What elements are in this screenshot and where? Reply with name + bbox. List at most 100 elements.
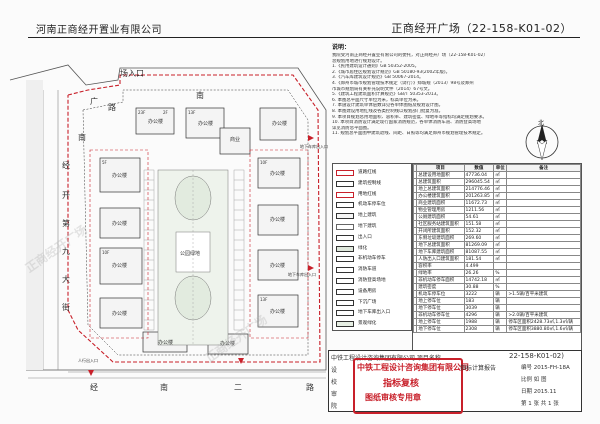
legend-label: 地下车库出入口 bbox=[358, 310, 391, 316]
legend-swatch bbox=[336, 170, 354, 176]
table-cell: 绿地率 bbox=[416, 269, 465, 277]
table-cell: 开闭所建筑面积 bbox=[416, 227, 465, 235]
table-cell: 81087.55 bbox=[463, 248, 495, 256]
floor-tag: 10F bbox=[102, 250, 110, 255]
table-cell: 停车区面积3880.80㎡,1.6㎡/辆 bbox=[506, 325, 581, 333]
table-cell: 地下停车位 bbox=[416, 304, 465, 312]
table-cell: 地下总建筑面积 bbox=[416, 241, 465, 249]
stamp-line-1: 中铁工程设计咨询集团有限公司 bbox=[357, 363, 469, 372]
legend-label: 消防登高场地 bbox=[358, 278, 386, 283]
legend-swatch bbox=[336, 191, 354, 198]
building-label: 办公楼 bbox=[270, 217, 286, 223]
legend-row: 机动车停车位 bbox=[336, 200, 410, 210]
notes-title: 说明： bbox=[332, 44, 351, 51]
table-cell: 辆 bbox=[493, 304, 508, 312]
table-cell: 非机动车停车位 bbox=[416, 311, 465, 319]
table-cell bbox=[506, 276, 581, 284]
compass-icon bbox=[525, 124, 559, 161]
table-cell bbox=[506, 178, 581, 186]
table-cell: ㎡ bbox=[493, 213, 508, 221]
document-title: 指标计算报告 bbox=[460, 365, 497, 372]
table-cell: 容积率 bbox=[416, 262, 465, 270]
table-cell: 1988 bbox=[463, 318, 495, 326]
title-block-label: 院 bbox=[331, 403, 338, 410]
table-cell: 辆 bbox=[493, 318, 508, 326]
legend-row: 下沉广场 bbox=[336, 298, 410, 308]
table-cell bbox=[506, 227, 581, 235]
design-notes: 说明： 我院受河南正商经开置业有限公司的委托，对正商经开广场（22-158-K0… bbox=[332, 42, 580, 137]
road-bottom-3: 二 bbox=[234, 383, 242, 392]
notes-line: 9. 本项目规划总用地面积、容积率、建筑密度、绿地率等指标均满足规划要求。 bbox=[332, 114, 487, 120]
table-cell bbox=[506, 192, 581, 200]
notes-line: 总规划用地进行规划设计。 bbox=[332, 58, 385, 64]
table-cell: 人防出入口建筑面积 bbox=[416, 255, 465, 263]
notes-line: 1.《民用建筑设计通则》GB 50352-2005。 bbox=[332, 64, 420, 70]
legend-swatch bbox=[336, 288, 354, 295]
table-cell: 公厕建筑面积 bbox=[416, 213, 465, 221]
building-label: 办公楼 bbox=[270, 309, 286, 315]
compass-label: 北 bbox=[538, 120, 545, 127]
table-cell: 269.60 bbox=[463, 234, 495, 242]
table-cell: ㎡ bbox=[493, 178, 508, 186]
building-label: 办公楼 bbox=[112, 221, 128, 227]
table-cell: 151.58 bbox=[463, 220, 495, 228]
road-left-5: 大 bbox=[62, 275, 70, 284]
legend-label: 下沉广场 bbox=[358, 299, 377, 305]
table-header-row: 项目数值单位备注 bbox=[412, 164, 581, 172]
legend-label: 设备用房 bbox=[358, 288, 377, 294]
road-left-3: 第 bbox=[62, 219, 70, 228]
table-cell bbox=[506, 262, 581, 270]
notes-line: 市城市规划局有关补充说明文件（2014）67号文。 bbox=[332, 86, 433, 92]
title-block-label: 校 bbox=[331, 379, 338, 386]
table-cell: 总建设用地面积 bbox=[416, 171, 465, 179]
table-cell bbox=[506, 234, 581, 242]
table-cell: 183 bbox=[463, 297, 495, 305]
table-cell: 4.499 bbox=[463, 262, 495, 270]
site-plan-drawing bbox=[9, 64, 327, 379]
table-cell: 14742.18 bbox=[463, 276, 495, 284]
building-label: 办公楼 bbox=[112, 263, 128, 269]
table-cell: ㎡ bbox=[493, 227, 508, 235]
table-cell bbox=[506, 171, 581, 179]
table-cell: ㎡ bbox=[493, 192, 508, 200]
legend-row: 景观绿化 bbox=[336, 319, 410, 329]
legend-swatch bbox=[336, 234, 354, 241]
legend-row: 地下建筑 bbox=[336, 222, 410, 232]
building-label: 办公楼 bbox=[148, 119, 164, 125]
table-cell: 47736.04 bbox=[463, 171, 495, 179]
table-cell: 3039 bbox=[463, 304, 495, 312]
table-cell: 办公楼建筑面积 bbox=[416, 192, 465, 200]
table-header-cell: 单位 bbox=[493, 164, 508, 172]
entrance-label: 地下车库出入口 bbox=[288, 272, 316, 277]
table-cell: 辆 bbox=[493, 297, 508, 305]
table-cell bbox=[506, 199, 581, 207]
table-cell: ㎡ bbox=[493, 206, 508, 214]
building-label: 办公楼 bbox=[220, 341, 236, 347]
table-cell: 地上停车位 bbox=[416, 297, 465, 305]
table-cell bbox=[506, 213, 581, 221]
notes-line: 我院受河南正商经开置业有限公司的委托，对正商经开广场（22-158-K01-02… bbox=[332, 53, 488, 58]
road-label-nw-bottom: 南 bbox=[78, 133, 86, 142]
legend-swatch bbox=[336, 180, 354, 187]
title-block-number: 22-158-K01-02) bbox=[509, 352, 564, 360]
building-label: 商业 bbox=[230, 137, 241, 143]
table-cell bbox=[506, 220, 581, 228]
notes-line: 2.《城市居住区规划设计规范》GB 50180-93(2002年版)。 bbox=[332, 69, 450, 75]
building-label: 办公楼 bbox=[270, 171, 286, 177]
legend-label: 非机动车停车 bbox=[358, 256, 386, 262]
legend-swatch bbox=[336, 321, 354, 328]
notes-line: 7. 本施设计建筑单体层数详见各单体图纸及规划设计图。 bbox=[332, 103, 443, 109]
table-cell: ㎡ bbox=[493, 220, 508, 228]
table-cell: 214776.46 bbox=[463, 185, 495, 193]
legend-row: 非机动车停车 bbox=[336, 254, 410, 264]
notes-line: 4.《郑州市城市规划管理技术规定（试行）》郑城规（2013）98号及郑州 bbox=[332, 80, 474, 86]
legend-label: 地下建筑 bbox=[358, 224, 377, 229]
legend-label: 出入口 bbox=[358, 234, 372, 240]
notes-line: 3.《汽车库建筑设计规范》GB 50067-2014。 bbox=[332, 75, 424, 81]
